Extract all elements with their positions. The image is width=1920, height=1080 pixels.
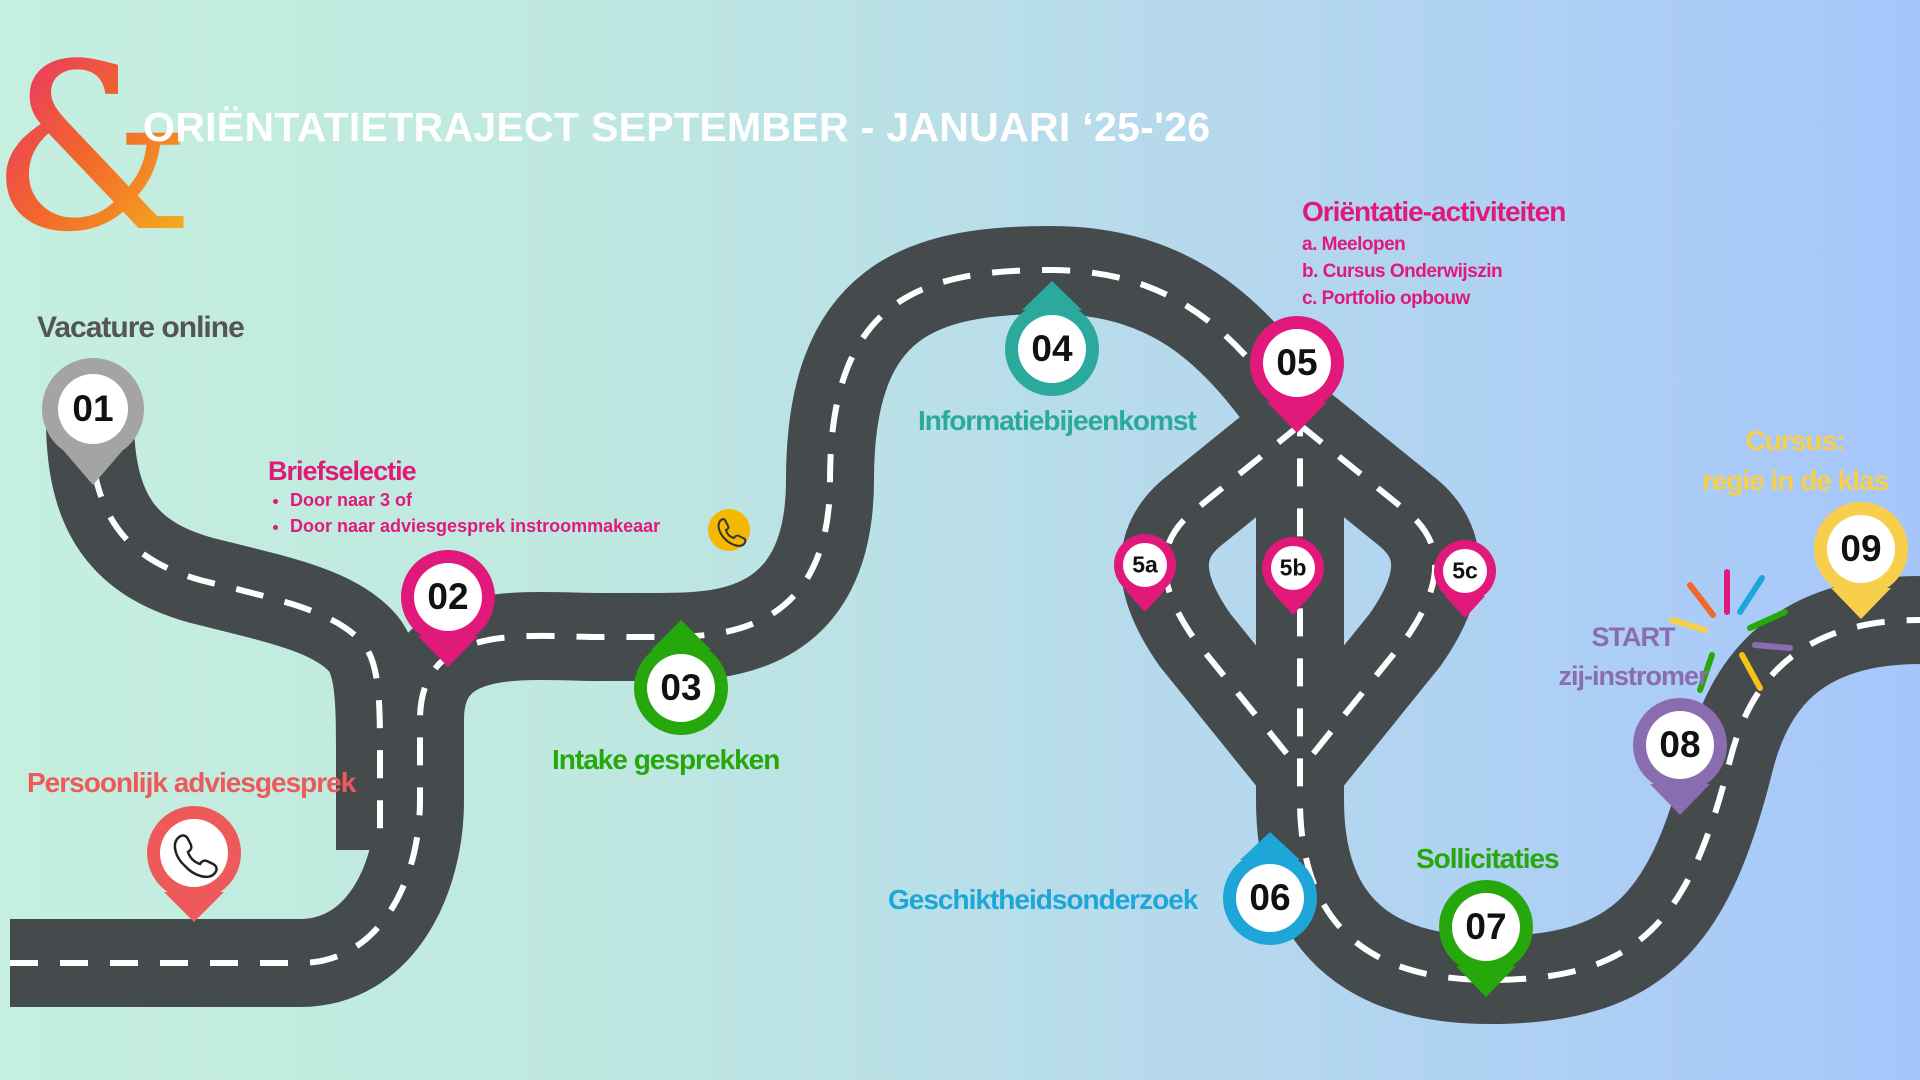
- pin-advies: [147, 806, 241, 922]
- page-title: ORIËNTATIETRAJECT SEPTEMBER - JANUARI ‘2…: [143, 104, 1211, 150]
- briefselectie-block: Briefselectie Door naar 3 of Door naar a…: [268, 456, 660, 539]
- pin-01: [42, 358, 144, 485]
- label-cursus: Cursus:: [1745, 425, 1846, 456]
- pin-number-5a: 5a: [1132, 551, 1158, 578]
- cursus-block: Cursus: regie in de klas: [1680, 425, 1910, 497]
- pin-number-05: 05: [1276, 342, 1318, 383]
- pin-08: [1633, 698, 1727, 815]
- pin-03: [634, 620, 728, 735]
- pin-number-09: 09: [1840, 528, 1882, 569]
- label-zij-instromer: zij-instromer: [1558, 661, 1708, 691]
- briefselectie-bullet-2: Door naar adviesgesprek instroommakeaar: [290, 513, 660, 539]
- pin-07: [1439, 880, 1533, 997]
- orientatie-item-b: b. Cursus Onderwijszin: [1302, 261, 1503, 282]
- phone-badge: [708, 509, 750, 551]
- pin-number-07: 07: [1465, 906, 1507, 947]
- pin-5b: [1262, 537, 1324, 615]
- pin-04: [1005, 281, 1099, 396]
- pin-number-03: 03: [660, 667, 702, 708]
- pin-05: [1250, 316, 1344, 433]
- logo-ampersand: &: [0, 16, 194, 283]
- orientatie-item-a: a. Meelopen: [1302, 234, 1406, 255]
- pin-number-02: 02: [427, 576, 469, 617]
- orientatie-block: Oriëntatie-activiteiten a. Meelopen b. C…: [1302, 196, 1566, 310]
- label-sollicitaties: Sollicitaties: [1416, 843, 1560, 874]
- label-geschiktheidsonderzoek: Geschiktheidsonderzoek: [888, 884, 1198, 915]
- pin-number-01: 01: [72, 388, 114, 429]
- briefselectie-bullet-1: Door naar 3 of: [290, 487, 660, 513]
- label-briefselectie: Briefselectie: [268, 456, 417, 486]
- pin-number-04: 04: [1031, 328, 1073, 369]
- label-intake-gesprekken: Intake gesprekken: [552, 744, 780, 775]
- pin-number-08: 08: [1659, 724, 1701, 765]
- phone-icon: [173, 834, 218, 878]
- label-orientatie-activiteiten: Oriëntatie-activiteiten: [1302, 196, 1566, 227]
- firework-icon: [1669, 569, 1793, 693]
- pin-09: [1814, 502, 1908, 619]
- start-block: START zij-instromer: [1548, 622, 1718, 692]
- pin-06: [1223, 832, 1317, 945]
- phone-small-icon: [717, 518, 747, 547]
- label-start: START: [1591, 622, 1676, 652]
- label-regie-in-de-klas: regie in de klas: [1701, 465, 1889, 496]
- pin-number-5b: 5b: [1279, 554, 1307, 581]
- pin-number-5c: 5c: [1452, 557, 1478, 584]
- pin-02: [401, 550, 495, 667]
- orientatie-item-c: c. Portfolio opbouw: [1302, 288, 1470, 309]
- pin-number-06: 06: [1249, 877, 1291, 918]
- label-persoonlijk-adviesgesprek: Persoonlijk adviesgesprek: [27, 767, 356, 798]
- pin-5c: [1434, 540, 1496, 618]
- briefselectie-list: Door naar 3 of Door naar adviesgesprek i…: [268, 487, 660, 539]
- pin-5a: [1114, 534, 1176, 612]
- label-informatiebijeenkomst: Informatiebijeenkomst: [918, 405, 1197, 436]
- label-vacature-online: Vacature online: [37, 311, 245, 344]
